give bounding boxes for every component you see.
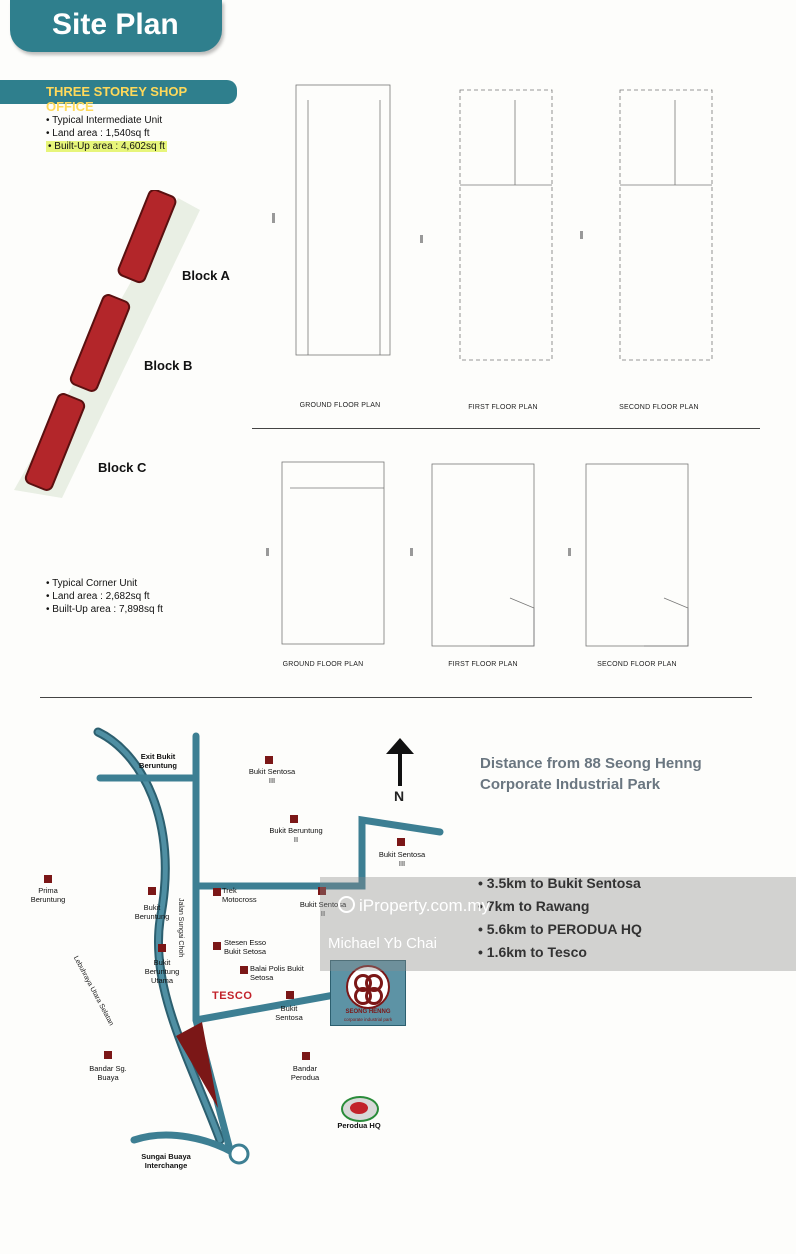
plan-label: FIRST FLOOR PLAN <box>468 404 538 411</box>
marker <box>213 942 221 950</box>
marker <box>286 991 294 999</box>
perodua-logo-icon <box>341 1096 379 1122</box>
place-label: Bukit Sentosa III <box>248 767 296 785</box>
distance-item: • 5.6km to PERODUA HQ <box>478 921 642 937</box>
exit-label: Exit Bukit Beruntung <box>139 752 177 770</box>
logo-sub: corporate industrial park <box>343 1017 393 1022</box>
plan-label: GROUND FLOOR PLAN <box>299 402 381 409</box>
logo-88-icon <box>346 965 390 1009</box>
place-label: Stesen Esso Bukit Setosa <box>224 938 267 956</box>
marker <box>104 1051 112 1059</box>
distance-item: • 3.5km to Bukit Sentosa <box>478 875 641 891</box>
land-area: • Land area : 2,682sq ft <box>46 591 150 602</box>
marker <box>302 1052 310 1060</box>
marker <box>213 888 221 896</box>
unit-type: • Typical Intermediate Unit <box>46 115 163 126</box>
place-label: Bandar Perodua <box>290 1064 320 1082</box>
subtitle-banner: THREE STOREY SHOP OFFICE <box>0 80 237 114</box>
road-label: Jalan Sungai Choh <box>177 898 184 958</box>
location-map <box>93 727 444 1165</box>
block-b-label: Block B <box>144 358 193 373</box>
distance-heading-2: Corporate Industrial Park <box>480 776 661 793</box>
page-title: Site Plan <box>52 8 179 41</box>
place-label: Bukit Sentosa II <box>299 900 347 918</box>
north-arrow <box>386 738 414 786</box>
place-label: Perodua HQ <box>337 1121 381 1130</box>
divider <box>40 697 752 698</box>
watermark-band <box>320 877 796 971</box>
place-label: Trek Motocross <box>222 886 257 904</box>
distance-item: • 1.6km to Tesco <box>478 944 587 960</box>
seong-henng-logo: SEONG HENNG corporate industrial park <box>330 960 406 1026</box>
intermediate-specs: • Typical Intermediate Unit • Land area … <box>46 114 167 153</box>
marker <box>148 887 156 895</box>
place-label: Bukit Beruntung Utama <box>144 958 180 985</box>
unit-type: • Typical Corner Unit <box>46 578 138 589</box>
place-label: Bandar Sg. Buaya <box>89 1064 127 1082</box>
plan-label: FIRST FLOOR PLAN <box>448 661 518 668</box>
corner-specs: • Typical Corner Unit • Land area : 2,68… <box>46 577 163 616</box>
land-area: • Land area : 1,540sq ft <box>46 128 150 139</box>
divider <box>252 428 760 429</box>
corner-floor-plans <box>266 461 689 647</box>
plan-label: SECOND FLOOR PLAN <box>597 661 677 668</box>
place-label: Prima Beruntung <box>30 886 66 904</box>
title-tab: Site Plan <box>10 0 222 52</box>
subtitle: THREE STOREY SHOP OFFICE <box>46 84 187 114</box>
place-label: Bukit Beruntung II <box>269 826 323 844</box>
plan-label: GROUND FLOOR PLAN <box>282 661 364 668</box>
marker <box>290 815 298 823</box>
plan-label: SECOND FLOOR PLAN <box>619 404 699 411</box>
north-label: N <box>394 788 405 804</box>
interchange-label: Sungai Buaya Interchange <box>141 1152 191 1170</box>
place-label: Bukit Beruntung <box>134 903 170 921</box>
block-c-label: Block C <box>98 460 147 475</box>
marker <box>397 838 405 846</box>
built-up-area: • Built-Up area : 7,898sq ft <box>46 604 163 615</box>
marker <box>158 944 166 952</box>
place-label: Balai Polis Bukit Setosa <box>250 964 304 982</box>
watermark-logo-icon <box>338 896 355 913</box>
distance-heading: Distance from 88 Seong Henng <box>480 755 702 772</box>
logo-name: SEONG HENNG <box>345 1009 391 1015</box>
watermark-site: iProperty.com.my <box>338 896 490 916</box>
watermark-agent: Michael Yb Chai <box>328 935 437 952</box>
blocks-diagram <box>14 190 200 498</box>
distance-item: • 7km to Rawang <box>478 898 590 914</box>
intermediate-floor-plans <box>272 84 713 361</box>
marker <box>240 966 248 974</box>
built-up-area: • Built-Up area : 4,602sq ft <box>46 141 167 152</box>
place-label: Bukit Sentosa <box>275 1004 303 1022</box>
place-label: Bukit Sentosa III <box>378 850 426 868</box>
marker <box>318 887 326 895</box>
marker <box>265 756 273 764</box>
tesco-label: TESCO <box>212 990 253 1002</box>
marker <box>44 875 52 883</box>
block-a-label: Block A <box>182 268 230 283</box>
